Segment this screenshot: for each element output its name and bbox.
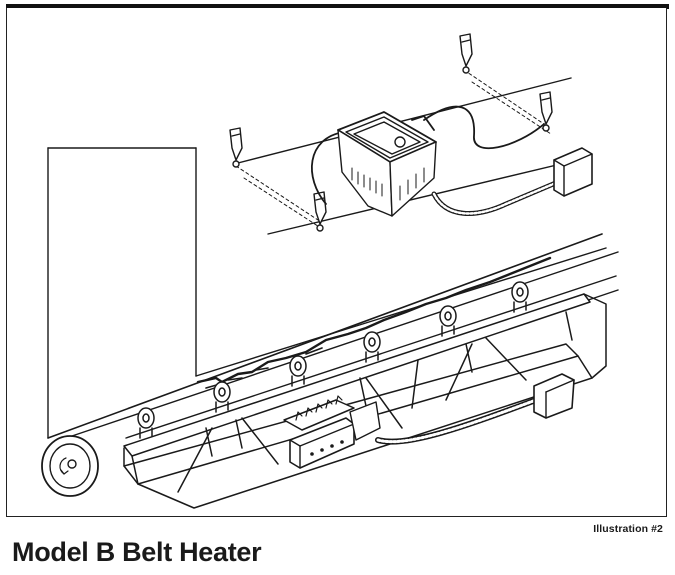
hanger-bracket-right xyxy=(539,91,553,132)
belt-return-section xyxy=(41,147,197,497)
hanger-bracket-left xyxy=(229,127,243,168)
idler-2 xyxy=(213,381,231,413)
rotation-arrow-icon xyxy=(60,469,69,475)
power-cord-left xyxy=(311,131,345,205)
pulley-axle xyxy=(67,459,77,469)
idler-6 xyxy=(511,281,529,313)
belt-heater-diagram xyxy=(41,33,619,509)
illustration-label: Illustration #2 xyxy=(593,523,663,535)
heat-arrows-icon xyxy=(295,395,343,421)
idler-5 xyxy=(439,305,457,337)
idler-3 xyxy=(289,355,307,387)
upper-control-box xyxy=(553,147,593,197)
bulk-material xyxy=(196,256,552,384)
power-cord-right xyxy=(423,105,545,150)
diagram-title: Model B Belt Heater xyxy=(12,537,262,567)
belt-heater-unit xyxy=(283,373,575,469)
top-border-bar xyxy=(6,4,669,9)
overhead-heater-unit xyxy=(337,111,437,217)
lower-control-box xyxy=(533,373,575,419)
hanger-bracket-rear xyxy=(459,33,473,74)
idler-1 xyxy=(137,407,155,439)
mounting-rail-upper xyxy=(233,77,572,165)
belt-surface-near xyxy=(71,251,619,437)
overhead-heater-assembly xyxy=(229,33,593,235)
idler-4 xyxy=(363,331,381,363)
idler-rollers xyxy=(137,281,529,439)
